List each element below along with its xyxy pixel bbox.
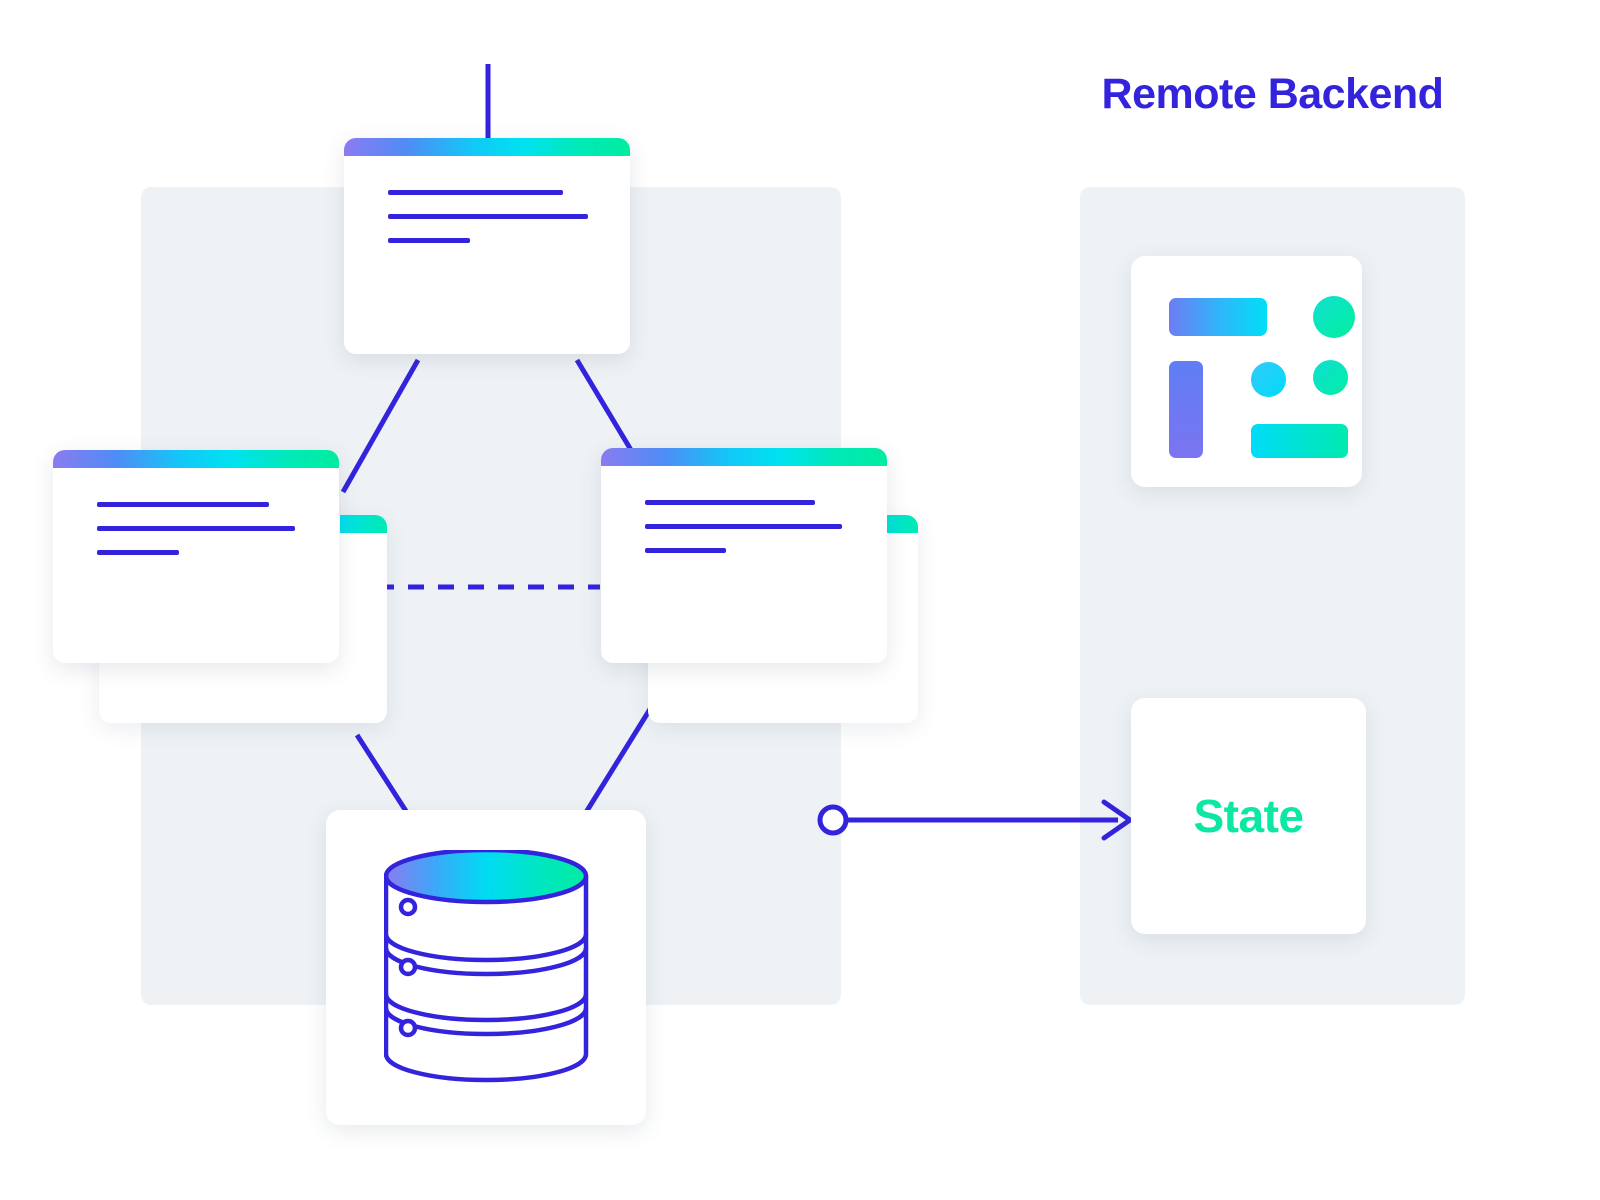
state-box[interactable]: State <box>1131 698 1366 934</box>
card-text-lines <box>97 502 295 574</box>
dashboard-tile[interactable] <box>1131 256 1362 487</box>
card-topbar-gradient <box>344 138 630 156</box>
dashboard-bar-left-icon <box>1169 361 1203 458</box>
card-text-line <box>97 502 269 507</box>
card-topbar-gradient <box>601 448 887 466</box>
card-text-line <box>645 500 815 505</box>
card-text-lines <box>388 190 588 262</box>
dashboard-circle-top-right-icon <box>1313 296 1355 338</box>
dashboard-bar-top-icon <box>1169 298 1267 336</box>
card-text-line <box>97 526 295 531</box>
configuration-card-right[interactable] <box>601 448 887 663</box>
card-text-line <box>645 524 842 529</box>
database-cylinder-icon <box>384 850 589 1083</box>
card-text-line <box>645 548 726 553</box>
card-topbar-gradient <box>53 450 339 468</box>
dashboard-circle-middle-icon <box>1251 362 1286 397</box>
dashboard-bar-bottom-icon <box>1251 424 1348 458</box>
dashboard-circle-middle-right-icon <box>1313 360 1348 395</box>
state-label: State <box>1193 790 1304 842</box>
card-text-lines <box>645 500 842 572</box>
configuration-card-top[interactable] <box>344 138 630 354</box>
database-tile[interactable] <box>326 810 646 1125</box>
card-text-line <box>388 214 588 219</box>
card-text-line <box>97 550 179 555</box>
remote-backend-title: Remote Backend <box>1101 70 1444 118</box>
card-text-line <box>388 190 563 195</box>
card-text-line <box>388 238 470 243</box>
card-topbar-accent <box>340 515 387 533</box>
configuration-card-left[interactable] <box>53 450 339 663</box>
